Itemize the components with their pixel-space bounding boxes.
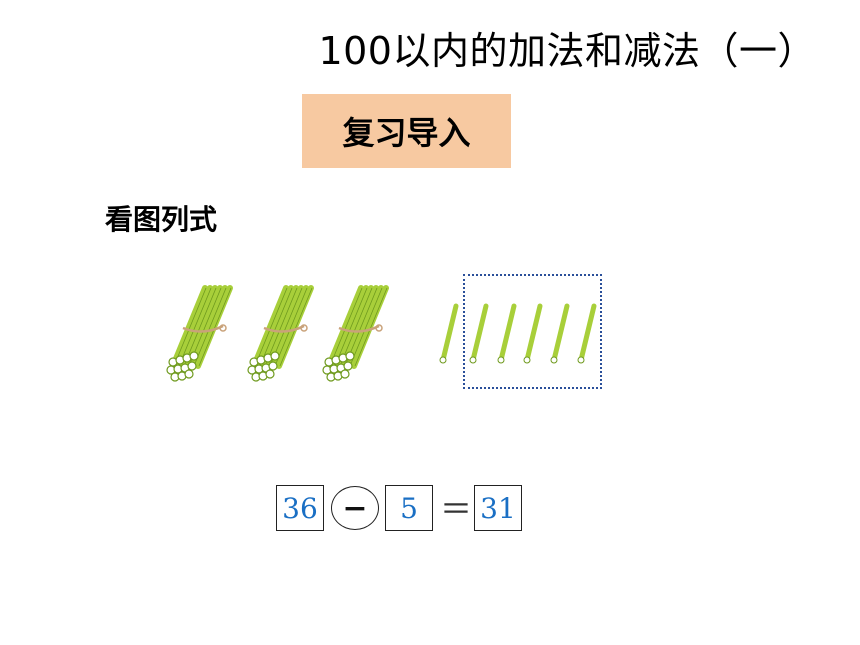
loose-stick xyxy=(497,303,517,364)
subtrahend-box: 5 xyxy=(385,485,433,531)
stick-bundle xyxy=(166,285,233,382)
minuend-box: 36 xyxy=(276,485,324,531)
loose-sticks-group xyxy=(463,274,602,389)
page-title: 100以内的加法和减法（一） xyxy=(318,29,816,73)
section-banner: 复习导入 xyxy=(302,94,511,168)
stick-bundle xyxy=(247,285,314,382)
result-value: 31 xyxy=(480,491,516,525)
loose-stick xyxy=(577,303,597,364)
minuend-value: 36 xyxy=(282,491,318,525)
stick-bundle xyxy=(322,285,389,382)
operator-circle: − xyxy=(331,486,379,530)
loose-stick xyxy=(439,303,459,364)
loose-stick xyxy=(469,303,489,364)
operator-symbol: − xyxy=(342,490,368,526)
loose-stick xyxy=(523,303,543,364)
subtrahend-value: 5 xyxy=(400,491,418,525)
equals-sign: ＝ xyxy=(440,490,473,528)
section-label: 复习导入 xyxy=(342,114,471,152)
task-label: 看图列式 xyxy=(105,203,218,236)
result-box: 31 xyxy=(474,485,522,531)
loose-stick xyxy=(550,303,570,364)
